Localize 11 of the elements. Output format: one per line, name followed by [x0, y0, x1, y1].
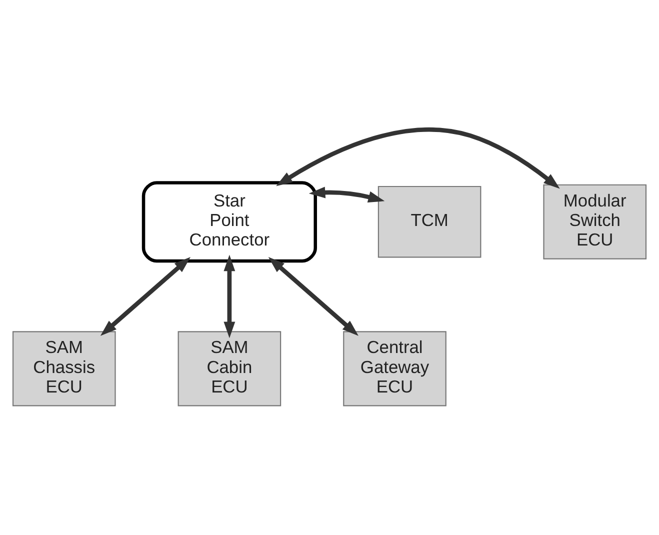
arrow — [100, 256, 191, 336]
arrow — [276, 128, 560, 189]
node-box: SAM Cabin ECU — [178, 331, 282, 406]
node-box: Modular Switch ECU — [543, 184, 647, 260]
arrow — [308, 186, 385, 202]
node-box: Central Gateway ECU — [343, 331, 446, 406]
node-box: TCM — [378, 186, 482, 258]
arrow — [268, 256, 358, 336]
node-box: SAM Chassis ECU — [12, 331, 116, 406]
arrow — [224, 254, 236, 338]
node-box: Star Point Connector — [142, 181, 317, 263]
